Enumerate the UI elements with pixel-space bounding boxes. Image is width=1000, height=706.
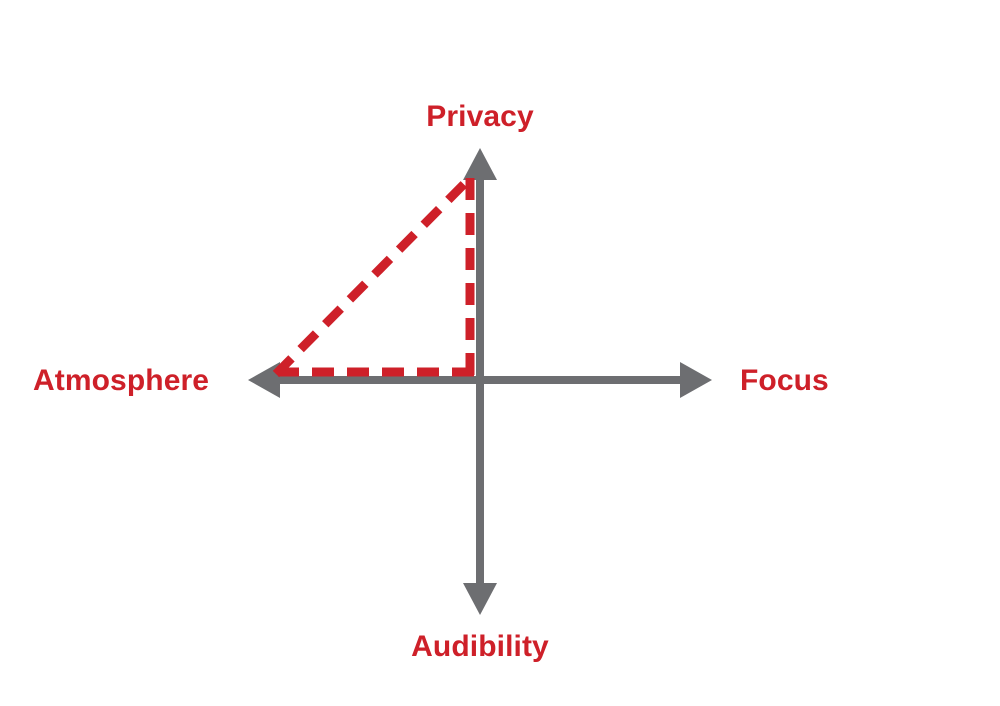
axis-label-focus: Focus (740, 364, 829, 397)
up-arrowhead-icon (463, 148, 497, 180)
left-arrowhead-icon (248, 362, 280, 398)
down-arrowhead-icon (463, 583, 497, 615)
dashed-triangle-shape (272, 174, 475, 378)
axis-label-audibility: Audibility (411, 630, 549, 663)
axes-group (248, 148, 712, 615)
right-arrowhead-icon (680, 362, 712, 398)
axis-label-atmosphere: Atmosphere (33, 364, 210, 397)
triangle-hypotenuse (272, 174, 474, 378)
axis-label-privacy: Privacy (426, 100, 534, 133)
